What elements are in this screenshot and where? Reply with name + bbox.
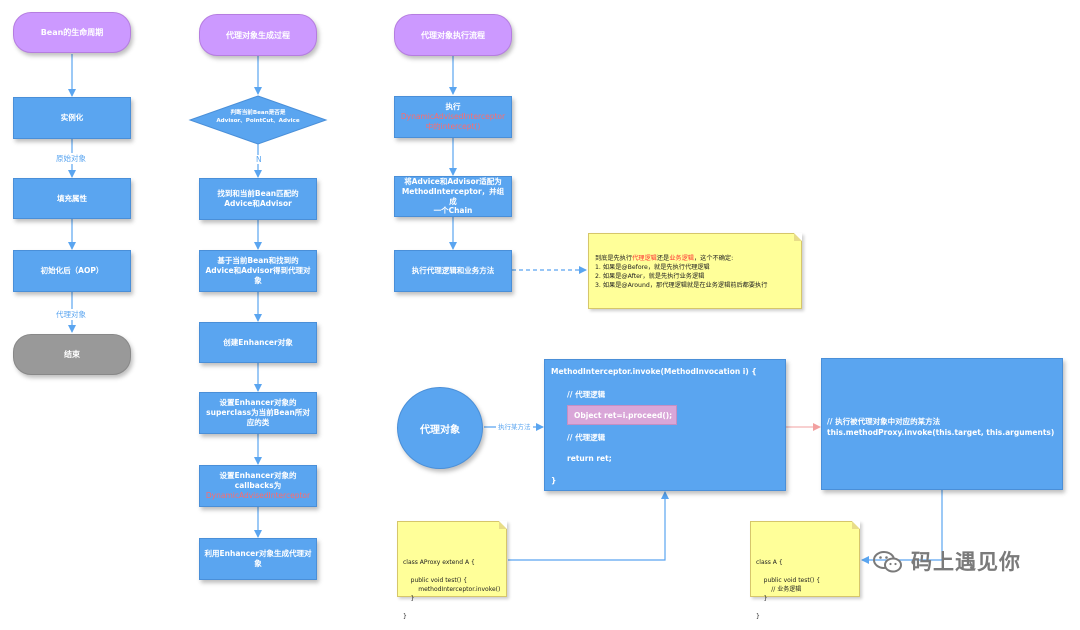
col2-step2-line1: 基于当前Bean和找到的 [217, 256, 299, 266]
a-class-note: class A { public void test() { // 业务逻辑 }… [750, 521, 860, 620]
note-fold [794, 233, 802, 241]
col3-step1-line2: DynamicAdvisedInterceptor [400, 112, 506, 122]
decision-line2: Advisor、PointCut、Advice [216, 117, 300, 124]
method-interceptor-invoke-box: MethodInterceptor.invoke(MethodInvocatio… [544, 359, 786, 491]
col2-step1-line1: 找到和当前Bean匹配的 [217, 189, 299, 199]
col3-step3-text: 执行代理逻辑和业务方法 [411, 266, 495, 276]
invoke-close: } [551, 476, 557, 485]
col1-end-text: 结束 [64, 350, 80, 359]
col2-step4-line2: superclass为当前Bean所对 [206, 408, 310, 418]
note-line1-d: 业务逻辑 [669, 255, 694, 262]
invoke-return: return ret; [567, 454, 612, 463]
note-line1-a: 到底是先执行 [595, 255, 633, 262]
proceed-call-text: Object ret=i.proceed(); [574, 410, 673, 420]
col1-step1-text: 实例化 [60, 113, 84, 123]
col2-step-set-callbacks: 设置Enhancer对象的 callbacks为 DynamicAdvisedI… [199, 465, 317, 507]
col2-step-create-enhancer: 创建Enhancer对象 [199, 322, 317, 363]
target-line2: this.methodProxy.invoke(this.target, thi… [827, 428, 1055, 437]
note-line1-e: ，这个不确定: [694, 255, 734, 262]
col3-step-chain: 将Advice和Advisor适配为 MethodInterceptor，并组成… [394, 176, 512, 217]
connectors [68, 54, 943, 564]
note-line4: 3. 如果是@Around，那代理逻辑就是在业务逻辑前后都要执行 [595, 281, 768, 289]
col1-step-instantiate: 实例化 [13, 97, 131, 139]
col1-step2-text: 填充属性 [57, 193, 87, 203]
col2-step5-line2: callbacks为 [234, 481, 282, 491]
col2-step2-line3: 象 [254, 275, 262, 285]
col3-header: 代理对象执行流程 [394, 14, 512, 56]
col1-step-populate: 填充属性 [13, 178, 131, 219]
col1-step3-text: 初始化后（AOP） [40, 266, 104, 276]
col1-label-raw-object: 原始对象 [54, 153, 88, 164]
col3-step-intercept: 执行 DynamicAdvisedInterceptor 中的intercept… [394, 96, 512, 138]
invoke-header: MethodInterceptor.invoke(MethodInvocatio… [551, 367, 757, 376]
note-line2: 1. 如果是@Before，就是先执行代理逻辑 [595, 263, 710, 271]
col2-step-generate-proxy: 利用Enhancer对象生成代理对 象 [199, 538, 317, 580]
col1-end: 结束 [13, 334, 131, 375]
a-note-fold [852, 521, 860, 529]
col2-step-get-proxy: 基于当前Bean和找到的 Advice和Advisor得到代理对 象 [199, 250, 317, 292]
col1-header: Bean的生命周期 [13, 12, 131, 53]
aproxy-code: class AProxy extend A { public void test… [403, 559, 501, 620]
proxy-object-circle: 代理对象 [397, 387, 483, 469]
col2-step6-line2: 象 [254, 559, 262, 568]
proxy-circle-text: 代理对象 [420, 424, 460, 436]
col2-step4-line1: 设置Enhancer对象的 [219, 398, 297, 408]
target-line1: // 执行被代理对象中对应的某方法 [827, 417, 941, 426]
col2-step6-line1: 利用Enhancer对象生成代理对 [204, 549, 312, 559]
decision-text: 判断当前Bean是否是 Advisor、PointCut、Advice [200, 110, 316, 125]
col2-step4-line3: 应的类 [246, 417, 270, 427]
order-note: 到底是先执行代理逻辑还是业务逻辑，这个不确定: 1. 如果是@Before，就是… [588, 233, 802, 309]
note-line1-c: 还是 [656, 255, 670, 262]
col2-step3-text: 创建Enhancer对象 [223, 337, 293, 347]
note-line3: 2. 如果是@After，就是先执行业务逻辑 [595, 272, 705, 280]
col2-step1-line2: Advice和Advisor [224, 199, 292, 208]
invoke-comment1: // 代理逻辑 [567, 390, 606, 399]
col3-step2-line3: 一个Chain [433, 206, 473, 216]
decision-line1: 判断当前Bean是否是 [230, 110, 286, 116]
note-line1: 到底是先执行代理逻辑还是业务逻辑，这个不确定: [595, 255, 795, 264]
note-line1-b: 代理逻辑 [632, 255, 657, 262]
col1-step-after-init: 初始化后（AOP） [13, 250, 131, 292]
col3-step1-line1: 执行 [445, 102, 461, 112]
col1-label-proxy-object: 代理对象 [54, 309, 88, 320]
decision-diamond [188, 95, 328, 145]
col3-header-text: 代理对象执行流程 [421, 30, 485, 40]
col3-step2-line1: 将Advice和Advisor适配为 [404, 177, 502, 186]
col2-step5-line1: 设置Enhancer对象的 [219, 471, 297, 481]
aproxy-note-fold [499, 521, 507, 529]
call-method-label: 执行某方法 [496, 421, 533, 431]
col2-step-find-advisors: 找到和当前Bean匹配的 Advice和Advisor [199, 178, 317, 220]
col3-step-execute: 执行代理逻辑和业务方法 [394, 250, 512, 292]
watermark-text: 码上遇见你 [911, 550, 1021, 574]
col2-header-text: 代理对象生成过程 [226, 30, 290, 40]
aproxy-class-note: class AProxy extend A { public void test… [397, 521, 507, 620]
arrow-aproxy-invoke [508, 491, 669, 561]
proceed-call: Object ret=i.proceed(); [567, 405, 677, 425]
invoke-comment2: // 代理逻辑 [567, 433, 606, 442]
col3-step1-line3: 中的intercept() [425, 121, 481, 131]
col2-step-set-superclass: 设置Enhancer对象的 superclass为当前Bean所对 应的类 [199, 392, 317, 434]
target-invoke-box: // 执行被代理对象中对应的某方法 this.methodProxy.invok… [821, 358, 1063, 490]
col2-header: 代理对象生成过程 [199, 14, 317, 56]
col2-step5-line3: DynamicAdvisedInterceptor [205, 490, 311, 500]
a-code: class A { public void test() { // 业务逻辑 }… [756, 559, 821, 620]
decision-no-label: N [254, 155, 264, 164]
wechat-logo-icon [872, 549, 904, 575]
col1-header-text: Bean的生命周期 [40, 28, 104, 37]
col3-step2-line2: MethodInterceptor，并组成 [401, 186, 505, 206]
col2-step2-line2: Advice和Advisor得到代理对 [205, 266, 311, 276]
